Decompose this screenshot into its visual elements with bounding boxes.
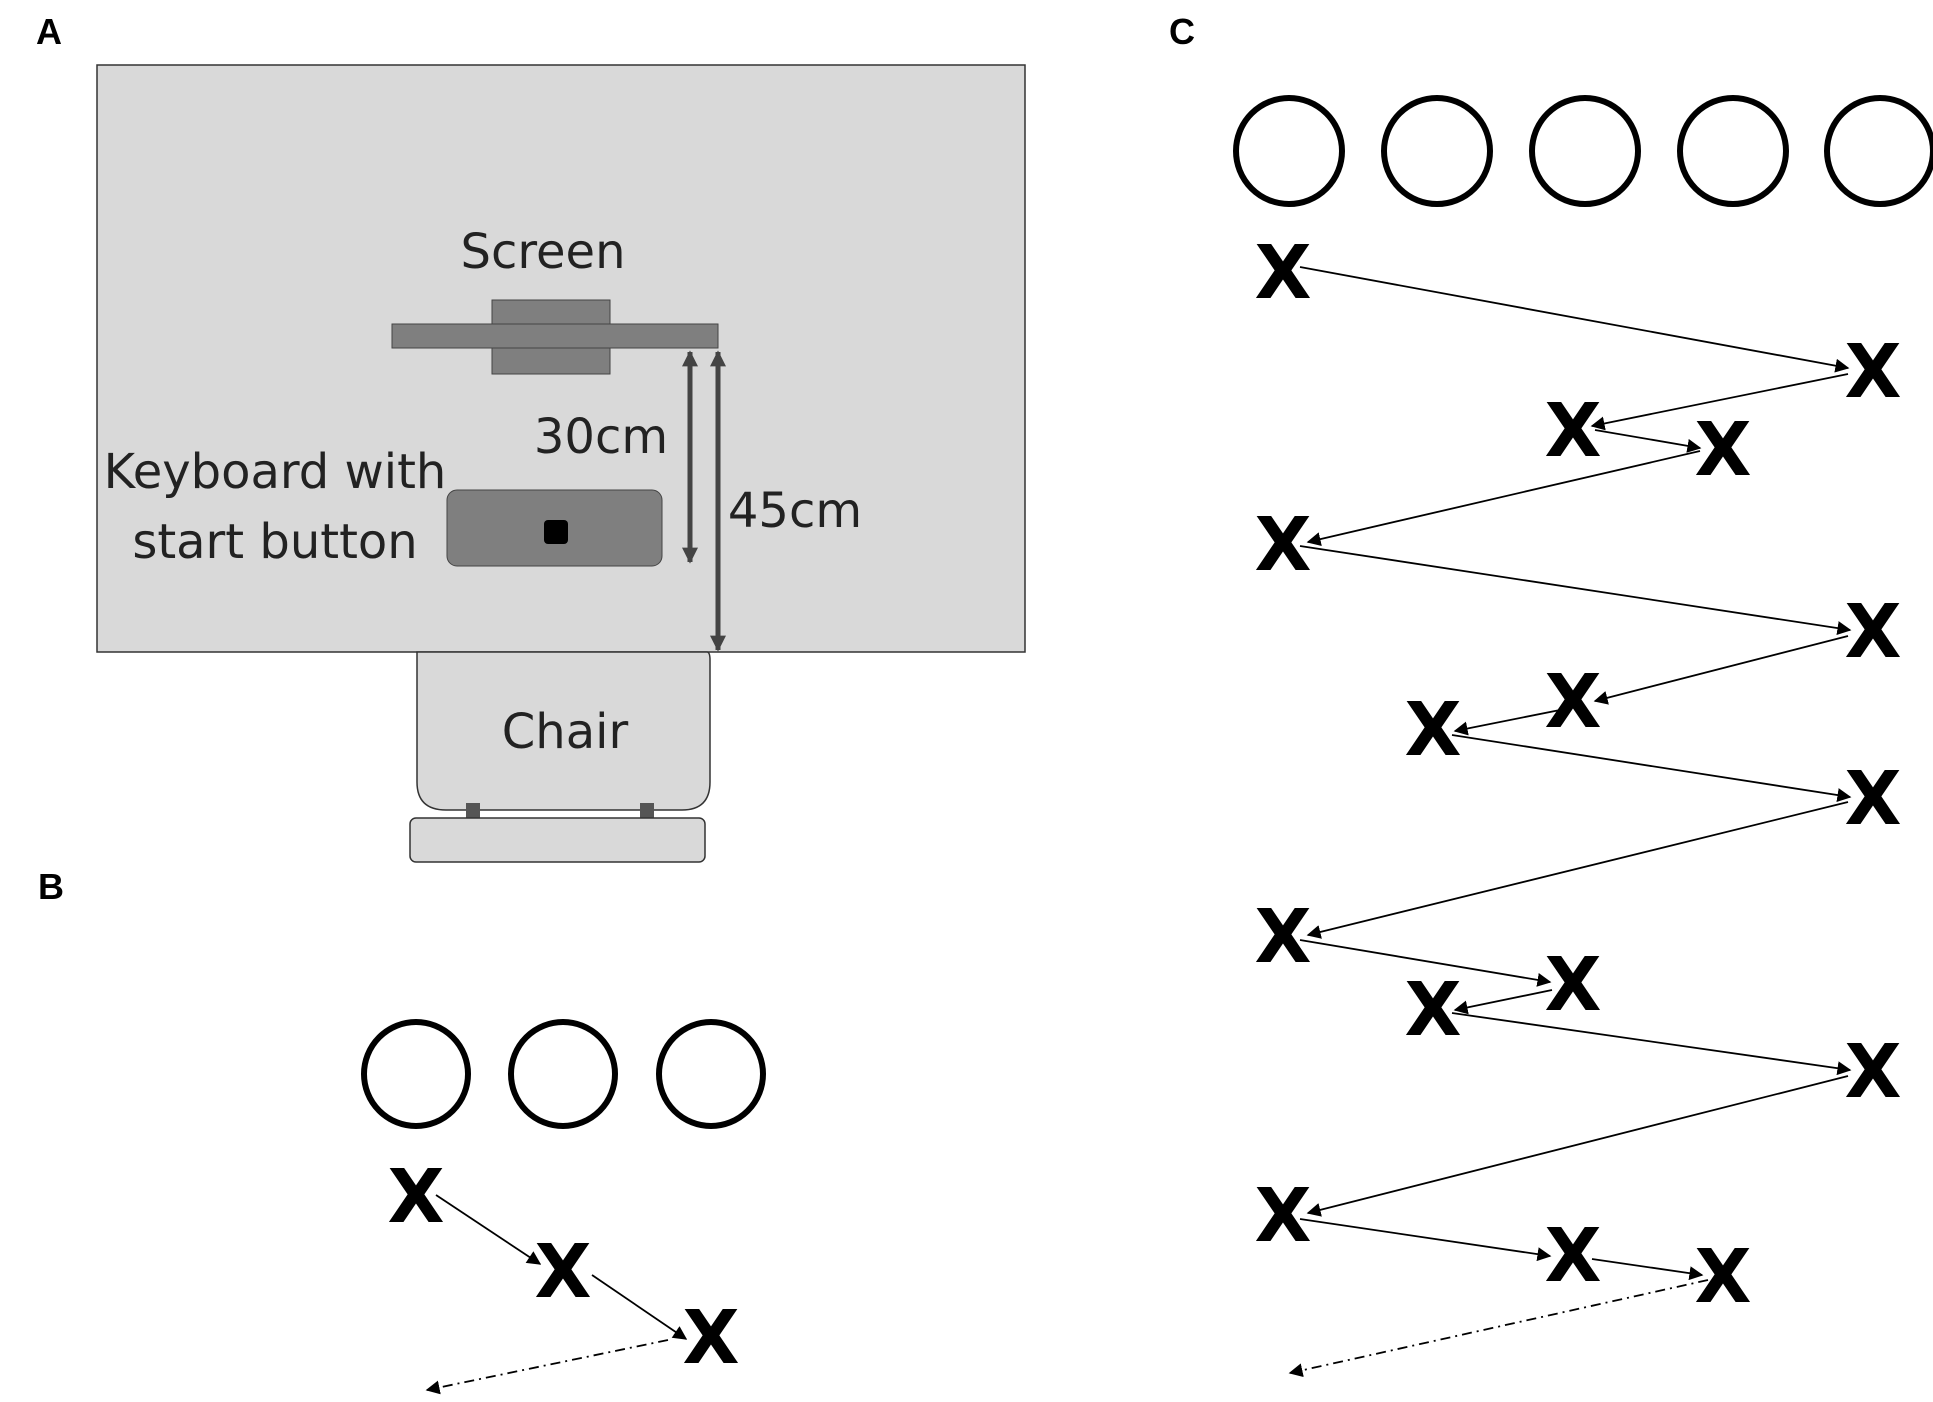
cross-marker: X: [1254, 502, 1311, 588]
movement-arrow: [1299, 545, 1852, 636]
cross-marker: X: [1694, 407, 1751, 493]
screen-label: Screen: [460, 224, 625, 280]
movement-arrow: [1453, 989, 1553, 1015]
cross-marker: X: [1544, 659, 1601, 745]
target-circle: [1381, 95, 1493, 207]
keyboard-label-line2: start button: [132, 514, 417, 570]
movement-arrow: [1299, 266, 1850, 373]
return-arrow: [1288, 1279, 1709, 1378]
movement-arrow: [591, 1274, 688, 1340]
panel-c-letter: C: [1169, 11, 1195, 52]
chair-leg-right: [640, 803, 654, 821]
chair-seat: [416, 651, 711, 811]
screen-bar: [391, 323, 719, 349]
cross-marker: X: [1844, 589, 1901, 675]
cross-marker: X: [1404, 687, 1461, 773]
start-button: [544, 520, 568, 544]
cross-marker: X: [1844, 1029, 1901, 1115]
cross-marker: X: [1844, 756, 1901, 842]
cross-marker: X: [1544, 388, 1601, 474]
target-circle: [1824, 95, 1933, 207]
dimension-30cm-label: 30cm: [534, 409, 668, 465]
movement-arrow: [1451, 1012, 1852, 1076]
target-circle: [656, 1019, 766, 1129]
panel-a: A Screen Keyboard with start button 30cm…: [36, 11, 1026, 863]
cross-marker: X: [1254, 894, 1311, 980]
movement-arrow: [1451, 734, 1852, 802]
panel-b-letter: B: [38, 866, 64, 907]
movement-arrow: [1453, 709, 1561, 736]
cross-marker: X: [1694, 1234, 1751, 1320]
cross-marker: X: [682, 1295, 739, 1381]
movement-arrow: [1591, 1258, 1704, 1281]
movement-arrow: [1306, 801, 1849, 939]
cross-marker: X: [1544, 942, 1601, 1028]
cross-marker: X: [1404, 967, 1461, 1053]
cross-marker: X: [1254, 230, 1311, 316]
chair-leg-left: [466, 803, 480, 821]
cross-marker: X: [1544, 1213, 1601, 1299]
cross-marker: X: [1844, 329, 1901, 415]
return-arrow: [425, 1339, 669, 1395]
target-circle: [1233, 95, 1345, 207]
panel-a-letter: A: [36, 11, 62, 52]
chair-back: [409, 817, 706, 863]
movement-arrow: [1299, 1218, 1552, 1262]
movement-arrow: [1590, 373, 1849, 431]
target-circle: [361, 1019, 471, 1129]
target-circle: [1677, 95, 1789, 207]
cross-marker: X: [1254, 1173, 1311, 1259]
chair-label: Chair: [502, 704, 629, 760]
movement-arrow: [1594, 429, 1702, 453]
movement-arrow: [1306, 450, 1701, 546]
target-circle: [508, 1019, 618, 1129]
movement-arrow: [1593, 635, 1849, 705]
panel-c: C X X X X X X X X X X X X X X X X: [1169, 11, 1933, 1378]
cross-marker: X: [387, 1154, 444, 1240]
cross-marker: X: [534, 1229, 591, 1315]
panel-b: B X X X: [38, 866, 766, 1395]
dimension-45cm-label: 45cm: [728, 483, 862, 539]
movement-arrow: [1306, 1075, 1849, 1217]
target-circle: [1529, 95, 1641, 207]
movement-arrow: [1299, 939, 1552, 987]
keyboard-label-line1: Keyboard with: [104, 444, 447, 500]
movement-arrow: [435, 1194, 542, 1265]
